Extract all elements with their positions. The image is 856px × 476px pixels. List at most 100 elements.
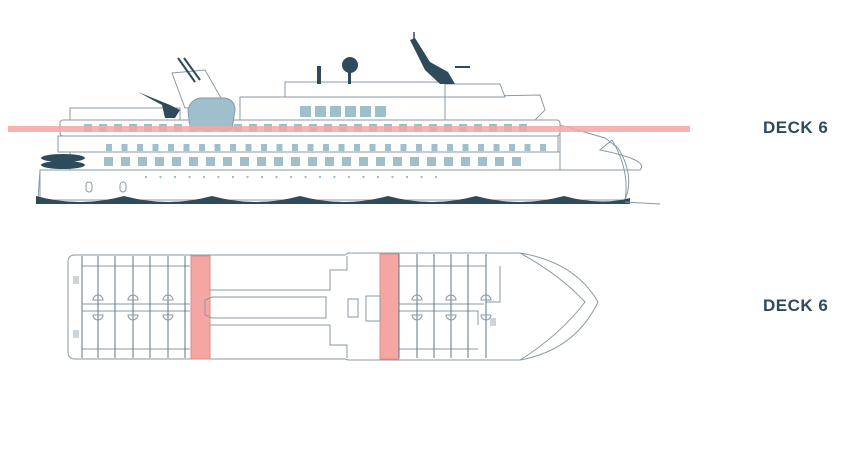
porthole xyxy=(420,175,423,179)
window xyxy=(509,144,515,151)
crane xyxy=(138,92,180,118)
window xyxy=(257,157,266,166)
window xyxy=(292,144,298,151)
window xyxy=(199,144,205,151)
window xyxy=(385,144,391,151)
porthole xyxy=(173,175,177,179)
window xyxy=(206,157,215,166)
window xyxy=(375,106,386,117)
stairs-icon xyxy=(73,330,79,338)
porthole xyxy=(362,175,365,179)
porthole xyxy=(405,175,409,179)
window xyxy=(106,144,112,151)
window xyxy=(323,144,329,151)
door-icon xyxy=(92,314,104,321)
window xyxy=(291,157,300,166)
window xyxy=(152,144,159,151)
window xyxy=(342,157,351,166)
deck-7-fwd xyxy=(239,96,446,121)
window xyxy=(369,144,376,151)
window xyxy=(478,157,487,166)
window xyxy=(345,106,356,117)
window xyxy=(189,157,198,166)
cabin-walls xyxy=(73,254,496,358)
window xyxy=(330,106,341,117)
deck-6-highlight-line xyxy=(8,126,690,132)
window xyxy=(427,157,436,166)
door-icon xyxy=(480,294,492,301)
window xyxy=(376,157,385,166)
window xyxy=(230,144,236,151)
door-icon xyxy=(445,294,457,301)
porthole xyxy=(217,175,220,179)
window xyxy=(245,144,252,151)
window xyxy=(307,144,314,151)
window xyxy=(183,144,190,151)
porthole xyxy=(333,175,336,179)
lift xyxy=(365,295,381,322)
zodiac xyxy=(41,154,85,162)
waterline xyxy=(36,196,630,204)
porthole xyxy=(391,175,394,179)
stairwell-highlight-fwd xyxy=(379,253,400,360)
stairs-icon xyxy=(490,318,496,326)
window xyxy=(354,144,360,151)
porthole xyxy=(275,175,278,179)
atrium xyxy=(204,296,327,319)
window xyxy=(104,157,113,166)
window xyxy=(274,157,283,166)
window xyxy=(493,144,500,151)
porthole xyxy=(231,175,235,179)
window xyxy=(121,144,128,151)
window xyxy=(393,157,402,166)
porthole xyxy=(188,175,191,179)
door-icon xyxy=(411,294,423,301)
window xyxy=(447,144,453,151)
radar-dome xyxy=(342,57,358,73)
porthole xyxy=(260,175,264,179)
door-icon xyxy=(162,314,174,321)
window xyxy=(360,106,371,117)
window xyxy=(155,157,164,166)
door-icon xyxy=(127,314,139,321)
window xyxy=(137,144,143,151)
door-icon xyxy=(445,314,457,321)
window xyxy=(315,106,326,117)
deck-6-plan xyxy=(67,252,599,361)
bridge xyxy=(444,94,546,121)
stairs xyxy=(347,298,359,318)
porthole xyxy=(144,175,148,179)
window xyxy=(261,144,267,151)
window xyxy=(325,157,334,166)
window xyxy=(540,144,546,151)
window xyxy=(524,144,531,151)
deck-8-bridge xyxy=(444,83,506,98)
door-icon xyxy=(480,314,492,321)
porthole-large xyxy=(85,181,93,193)
window xyxy=(461,157,470,166)
window xyxy=(478,144,484,151)
window xyxy=(416,144,422,151)
mast xyxy=(317,66,321,84)
porthole xyxy=(347,175,351,179)
window xyxy=(431,144,438,151)
door-icon xyxy=(162,294,174,301)
window xyxy=(240,157,249,166)
window xyxy=(400,144,407,151)
window xyxy=(410,157,419,166)
window xyxy=(276,144,283,151)
window xyxy=(172,157,181,166)
deck-8 xyxy=(284,81,446,98)
porthole-large xyxy=(119,181,127,193)
door-icon xyxy=(92,294,104,301)
side-deck-label: DECK 6 xyxy=(763,118,829,137)
window xyxy=(512,157,521,166)
plan-deck-label: DECK 6 xyxy=(763,296,829,315)
deck-7-aft xyxy=(69,107,181,121)
porthole xyxy=(376,175,380,179)
porthole xyxy=(304,175,307,179)
porthole xyxy=(159,175,162,179)
door-icon xyxy=(127,294,139,301)
window xyxy=(444,157,453,166)
